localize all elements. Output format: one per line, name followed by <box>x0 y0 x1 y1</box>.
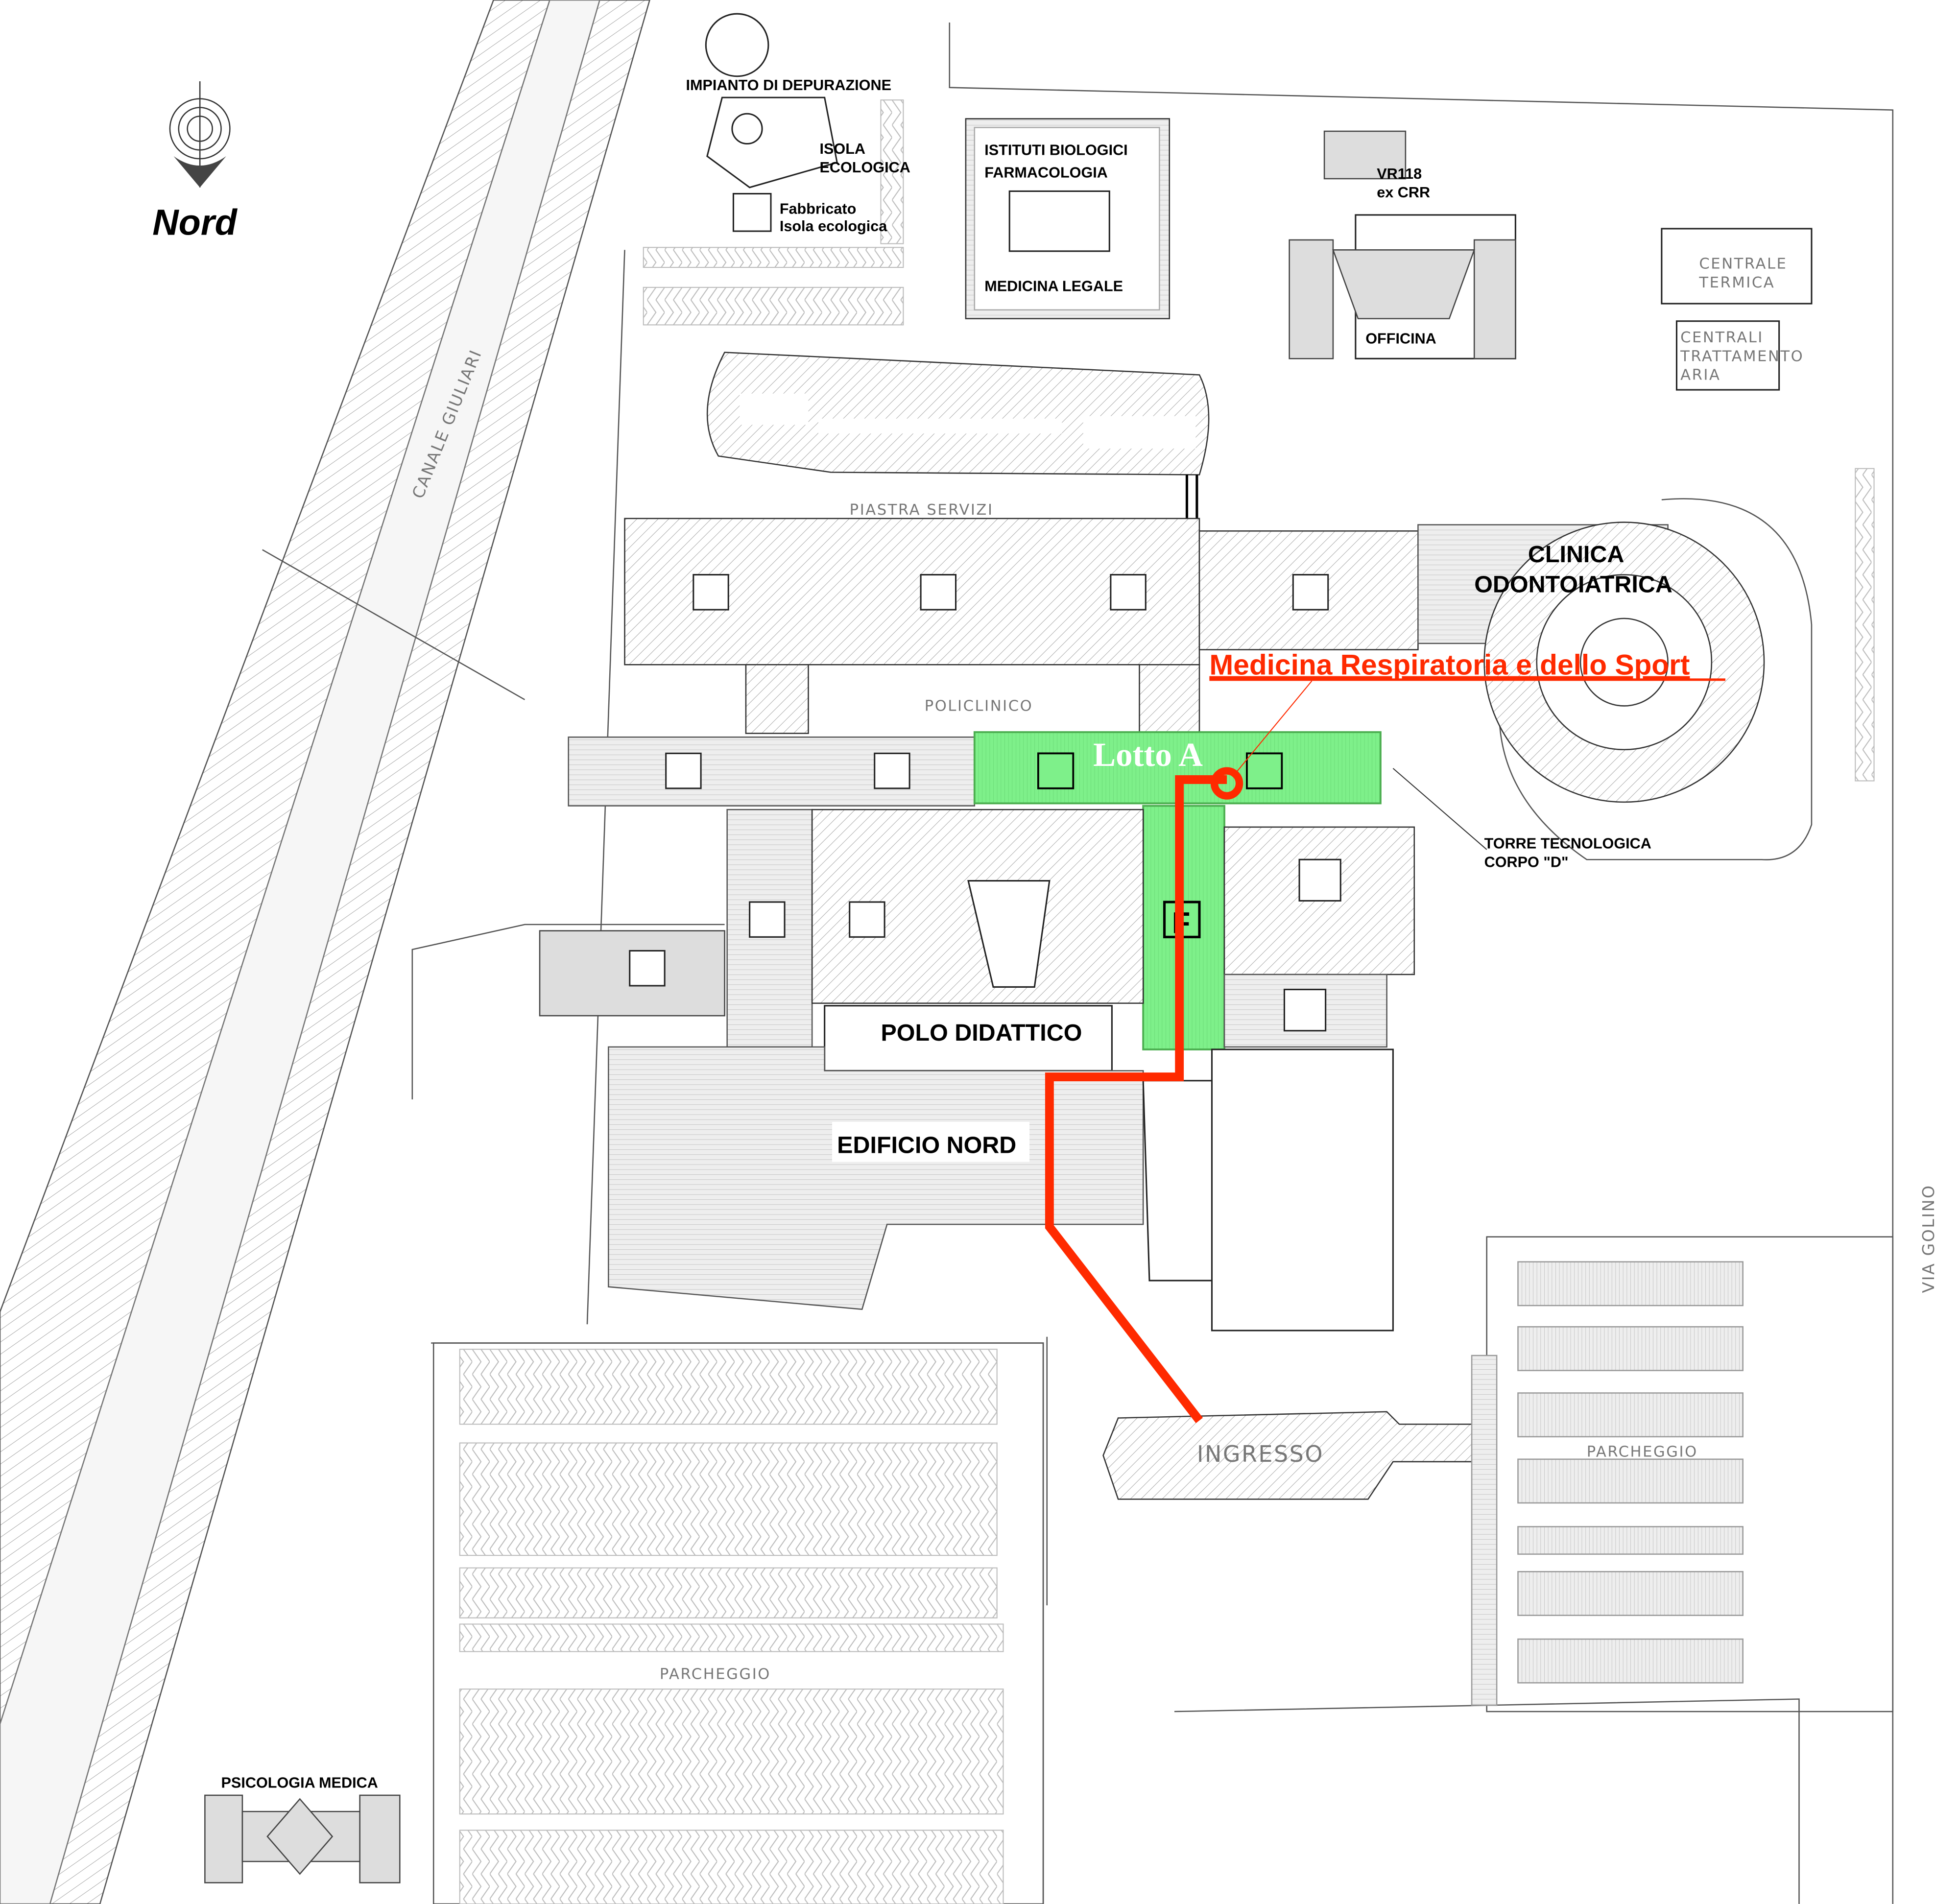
label-aria-2: TRATTAMENTO <box>1680 348 1804 365</box>
north-compass: Nord <box>152 81 238 243</box>
label-istituti-1: ISTITUTI BIOLOGICI <box>984 142 1127 158</box>
label-polo-didattico: POLO DIDATTICO <box>881 1020 1082 1046</box>
canal-giuliari <box>0 0 650 1904</box>
parking-east <box>1471 1236 1894 1713</box>
building-vr118 <box>1323 130 1407 180</box>
label-policlinico: POLICLINICO <box>925 698 1033 715</box>
label-aria-1: CENTRALI <box>1680 329 1764 346</box>
building-west-wing <box>568 736 976 807</box>
label-torre-1: TORRE TECNOLOGICA <box>1484 835 1651 852</box>
building-istituti-biologici <box>965 118 1171 319</box>
building-middle <box>539 809 1415 1048</box>
building-psicologia-medica <box>204 1794 401 1883</box>
label-istituti-2: FARMACOLOGIA <box>984 164 1108 181</box>
compass-label: Nord <box>152 202 238 243</box>
parking-west <box>432 1342 1044 1904</box>
depurazione-area <box>643 13 904 326</box>
label-medicina-legale: MEDICINA LEGALE <box>984 278 1123 295</box>
label-aria-3: ARIA <box>1680 367 1720 384</box>
label-centrale-2: TERMICA <box>1698 274 1775 291</box>
label-officina: OFFICINA <box>1365 331 1436 347</box>
building-clinica-odontoiatrica <box>1483 468 1875 860</box>
label-via-golino: VIA GOLINO <box>1919 1184 1938 1293</box>
label-clinica-1: CLINICA <box>1528 541 1625 568</box>
label-vr118-2: ex CRR <box>1377 184 1430 201</box>
label-parcheggio-east: PARCHEGGIO <box>1587 1444 1698 1461</box>
building-centrali-aria <box>1675 320 1780 391</box>
building-edificio-nord <box>608 1046 1144 1310</box>
destination-marker-icon <box>1210 767 1243 800</box>
building-centrale-termica <box>1661 228 1813 305</box>
lotto-a-label: Lotto A <box>1093 736 1203 773</box>
label-depurazione: IMPIANTO DI DEPURAZIONE <box>686 77 892 94</box>
label-vr118-1: VR118 <box>1377 166 1422 182</box>
label-fabbricato-2: Isola ecologica <box>780 218 887 235</box>
label-isola-2: ECOLOGICA <box>819 159 910 176</box>
label-psicologia: PSICOLOGIA MEDICA <box>221 1775 378 1791</box>
destination-label: Medicina Respiratoria e dello Sport <box>1209 649 1690 681</box>
label-edificio-nord: EDIFICIO NORD <box>837 1132 1016 1159</box>
label-clinica-2: ODONTOIATRICA <box>1474 571 1672 597</box>
building-officina <box>1289 214 1516 359</box>
label-fabbricato-1: Fabbricato <box>780 200 856 217</box>
label-parcheggio-west: PARCHEGGIO <box>660 1666 771 1683</box>
label-piastra: PIASTRA SERVIZI <box>850 501 994 519</box>
label-ingresso: INGRESSO <box>1197 1441 1324 1467</box>
building-ingresso <box>1102 1411 1475 1500</box>
route-path <box>1045 775 1227 1424</box>
label-isola-1: ISOLA <box>819 141 865 157</box>
building-polo-didattico <box>824 1005 1113 1071</box>
label-torre-2: CORPO "D" <box>1484 854 1569 871</box>
label-centrale-1: CENTRALE <box>1699 256 1787 273</box>
